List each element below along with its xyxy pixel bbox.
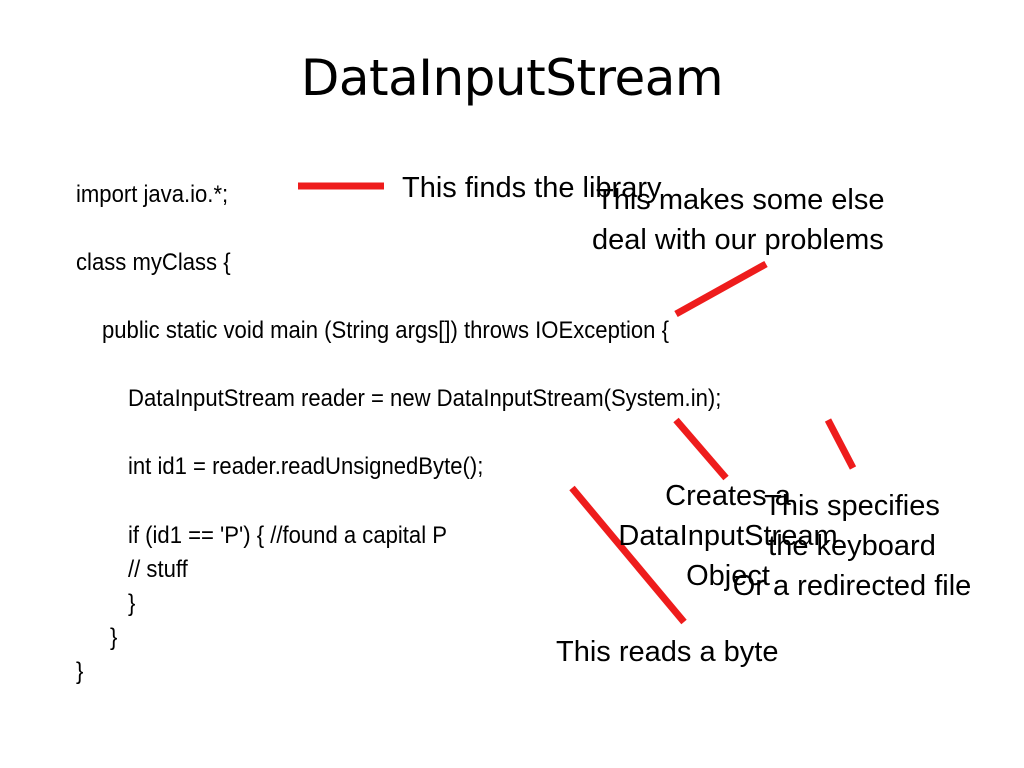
code-line-import: import java.io.*; bbox=[76, 181, 229, 208]
callout-specifies-keyboard-line-3: Or a redirected file bbox=[732, 570, 972, 602]
code-line-class: class myClass { bbox=[76, 249, 231, 276]
code-line-close-main: } bbox=[110, 624, 118, 651]
callout-finds-library: This finds the library bbox=[402, 172, 662, 204]
callout-creates-object-line-3: Object bbox=[686, 560, 770, 592]
code-line-close-if: } bbox=[128, 590, 136, 617]
arrow-new-datainputstream bbox=[673, 417, 729, 481]
code-line-read: int id1 = reader.readUnsignedByte(); bbox=[128, 453, 484, 480]
slide-title: DataInputStream bbox=[300, 49, 724, 107]
callout-else-problems: This makes some else deal with our probl… bbox=[592, 180, 885, 260]
callout-specifies-keyboard-line-2: the keyboard bbox=[768, 530, 936, 562]
callout-specifies-keyboard: This specifies the keyboard Or a redirec… bbox=[706, 486, 998, 606]
code-line-reader: DataInputStream reader = new DataInputSt… bbox=[128, 385, 722, 412]
callout-reads-byte: This reads a byte bbox=[556, 636, 779, 668]
callout-else-problems-line-1: This makes some else bbox=[596, 184, 885, 216]
code-line-stuff: // stuff bbox=[128, 556, 188, 583]
callout-specifies-keyboard-line-1: This specifies bbox=[764, 490, 940, 522]
callout-else-problems-line-2: deal with our problems bbox=[592, 224, 884, 256]
arrow-ioexception bbox=[674, 260, 768, 318]
arrow-system-in bbox=[824, 418, 857, 470]
code-line-close-class: } bbox=[76, 658, 84, 685]
code-line-if: if (id1 == 'P') { //found a capital P bbox=[128, 522, 447, 549]
callout-creates-object: Creates a DataInputStream Object bbox=[596, 476, 860, 596]
code-line-main: public static void main (String args[]) … bbox=[102, 317, 669, 344]
callout-creates-object-line-1: Creates a bbox=[665, 480, 791, 512]
callout-creates-object-line-2: DataInputStream bbox=[618, 520, 838, 552]
